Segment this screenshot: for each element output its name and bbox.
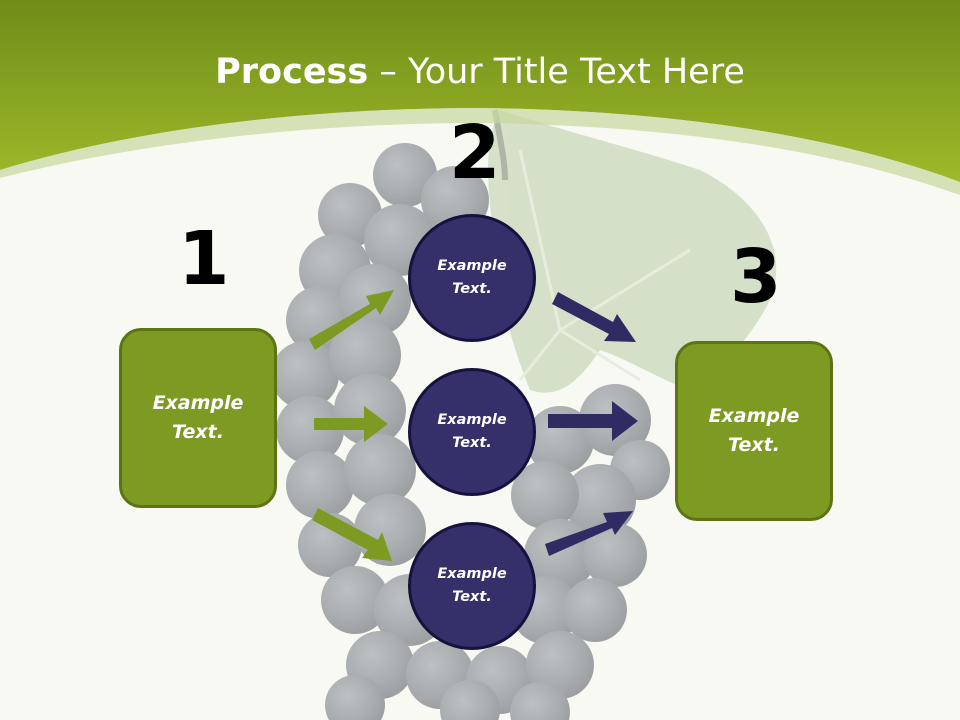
- slide-title: Process – Your Title Text Here: [0, 52, 960, 92]
- step-number-2: 2: [449, 110, 501, 196]
- step-1-label: Example Text.: [152, 392, 244, 443]
- arrow-middle-to-right: [548, 401, 638, 441]
- title-bold: Process: [215, 52, 369, 92]
- arrow-left-to-middle: [314, 406, 388, 442]
- step-3-label: Example Text.: [708, 405, 800, 456]
- circle-bottom-label: Example Text.: [437, 566, 507, 605]
- step-number-3: 3: [730, 234, 782, 320]
- step-2-circle-bottom: Example Text.: [408, 522, 536, 650]
- grape-bunch: [271, 143, 670, 720]
- step-1-box: Example Text.: [119, 328, 277, 508]
- arrow-left-to-top: [309, 290, 394, 350]
- vine-leaf: [488, 110, 777, 393]
- arrow-bottom-to-right: [545, 511, 633, 556]
- title-rest: – Your Title Text Here: [368, 52, 745, 92]
- step-2-circle-top: Example Text.: [408, 214, 536, 342]
- arrow-left-to-bottom: [312, 508, 392, 561]
- header-band: [0, 0, 960, 182]
- step-number-1: 1: [178, 216, 230, 302]
- circle-middle-label: Example Text.: [437, 412, 507, 451]
- step-2-circle-middle: Example Text.: [408, 368, 536, 496]
- step-3-box: Example Text.: [675, 341, 833, 521]
- circle-top-label: Example Text.: [437, 258, 507, 297]
- arrow-top-to-right: [552, 292, 636, 342]
